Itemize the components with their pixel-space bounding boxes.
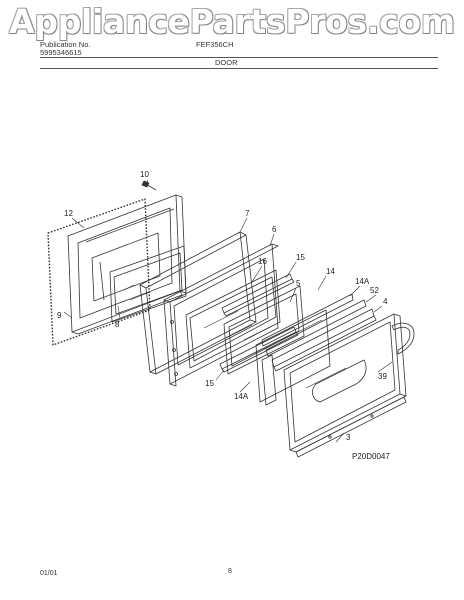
diagram-reference-code: P20D0047 [352, 452, 390, 461]
part-label: 6 [272, 225, 277, 234]
bottom-trim-part-3 [295, 396, 407, 458]
gasket-part-12 [47, 198, 151, 346]
part-label: 14A [355, 277, 370, 286]
trim-strip-part-4 [271, 308, 377, 372]
insulation-strip-part-14A [261, 293, 354, 406]
part-label: 14A [234, 392, 249, 401]
inner-liner-part-9 [67, 194, 187, 335]
part-label: 52 [370, 286, 379, 295]
footer-date: 01/01 [40, 570, 58, 577]
screw-part-10 [141, 180, 157, 191]
part-label: 15 [205, 379, 214, 388]
header-rule-bottom [40, 68, 438, 69]
part-labels: 10 12 7 6 16 15 14 5 14A 52 4 9 8 39 15 … [57, 170, 388, 442]
retainer-strip-part-15-upper [221, 273, 295, 317]
part-label: 7 [245, 209, 250, 218]
part-label: 39 [378, 372, 387, 381]
watermark-logo: AppliancePartsPros.com [9, 2, 455, 41]
part-label: 8 [115, 320, 120, 329]
part-label: 14 [326, 267, 335, 276]
page-number: 8 [228, 568, 232, 575]
publication-label: Publication No. [40, 40, 91, 49]
part-label: 10 [140, 170, 149, 179]
glass-part-5 [223, 285, 305, 375]
publication-number: 5995346615 [40, 48, 82, 57]
header-rule-top [40, 57, 438, 58]
part-label: 12 [64, 209, 73, 218]
retainer-strip-part-15-lower [219, 326, 299, 373]
part-label: 4 [383, 297, 388, 306]
glass-part-16 [185, 269, 281, 369]
door-handle-part-39 [312, 322, 415, 403]
part-label: 16 [258, 257, 267, 266]
trim-strip-part-52 [265, 299, 367, 357]
model-number: FEF356CH [196, 40, 234, 49]
part-label: 9 [57, 311, 62, 320]
door-panel-part-7 [139, 231, 257, 375]
door-frame-part-6 [163, 243, 279, 387]
insulation-part-14 [255, 309, 331, 403]
outer-door-panel [283, 313, 407, 453]
part-label: 5 [296, 279, 301, 288]
section-title: DOOR [215, 58, 238, 67]
part-label: 15 [296, 253, 305, 262]
leader-lines [63, 179, 393, 443]
part-label: 3 [346, 433, 351, 442]
